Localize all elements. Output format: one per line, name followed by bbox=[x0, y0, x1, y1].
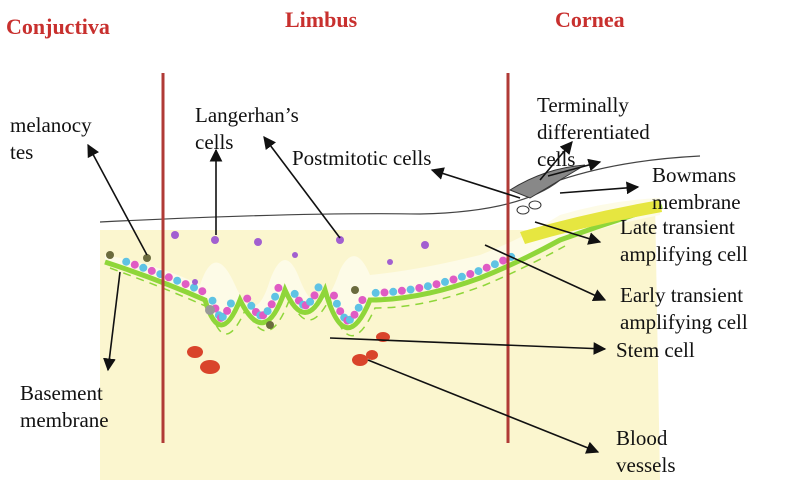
basal-cell bbox=[139, 264, 147, 272]
label-postmitotic-cells: Postmitotic cells bbox=[292, 145, 431, 172]
basal-cell bbox=[268, 300, 276, 308]
region-title-conjunctiva: Conjuctiva bbox=[6, 14, 110, 40]
basal-cell bbox=[223, 307, 231, 315]
basal-cell bbox=[358, 296, 366, 304]
basal-cell bbox=[243, 295, 251, 303]
basal-cell bbox=[315, 283, 323, 291]
basal-cell bbox=[424, 282, 432, 290]
basal-cell bbox=[458, 273, 466, 281]
basal-cell bbox=[372, 289, 380, 297]
basal-cell bbox=[450, 276, 458, 284]
basal-cell bbox=[351, 311, 359, 319]
basal-cell bbox=[466, 270, 474, 278]
basal-cell bbox=[381, 289, 389, 297]
basal-cell bbox=[122, 258, 130, 266]
basal-cell bbox=[333, 300, 341, 308]
basal-cell bbox=[182, 280, 190, 288]
basal-cell bbox=[311, 291, 319, 299]
basal-cell bbox=[165, 273, 173, 281]
basal-cell bbox=[131, 261, 139, 269]
basal-cell bbox=[433, 280, 441, 288]
basal-cell bbox=[291, 290, 299, 298]
basal-cell bbox=[475, 267, 483, 275]
basal-cell bbox=[441, 278, 449, 286]
region-title-limbus: Limbus bbox=[285, 7, 357, 33]
basal-cell bbox=[483, 264, 491, 272]
basal-cell bbox=[407, 286, 415, 294]
region-title-cornea: Cornea bbox=[555, 7, 625, 33]
label-stem-cell: Stem cell bbox=[616, 337, 695, 364]
basal-cell bbox=[330, 292, 338, 300]
basal-cell bbox=[148, 267, 156, 275]
basal-cell bbox=[198, 287, 206, 295]
basal-cell bbox=[173, 277, 181, 285]
basal-cell bbox=[415, 284, 423, 292]
basal-cell bbox=[264, 307, 272, 315]
basal-cell bbox=[227, 300, 235, 308]
basal-cell bbox=[499, 257, 507, 265]
basal-cell bbox=[209, 297, 217, 305]
basal-cell bbox=[274, 284, 282, 292]
basal-cell bbox=[271, 293, 279, 301]
basal-cell bbox=[491, 260, 499, 268]
basal-cell bbox=[389, 288, 397, 296]
basal-cell bbox=[355, 304, 363, 312]
basal-cell bbox=[398, 287, 406, 295]
